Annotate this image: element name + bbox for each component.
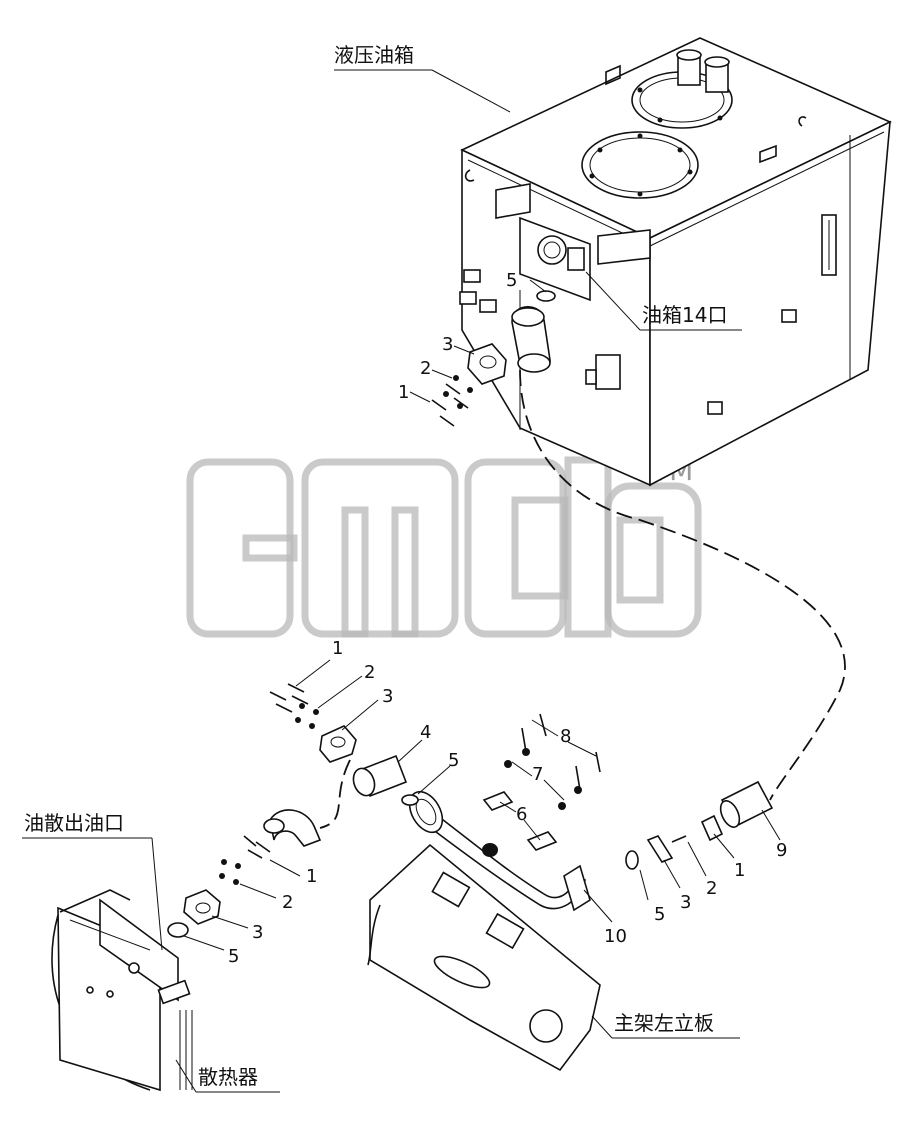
callout-hydraulic-tank: 液压油箱	[334, 43, 511, 113]
washers-left	[219, 859, 241, 885]
part-num-right-1: 1	[734, 860, 745, 881]
part-num-mid-2: 2	[364, 662, 375, 683]
o-ring-mid	[401, 794, 419, 806]
hose-short	[319, 759, 351, 829]
hose-main	[519, 369, 846, 801]
bolts-mid	[269, 683, 309, 713]
part-num-left-1: 1	[306, 866, 317, 887]
o-ring-top	[536, 290, 556, 302]
label-tank-port-14: 油箱14口	[642, 303, 727, 327]
bolts-8	[521, 713, 601, 791]
label-frame-left-plate: 主架左立板	[614, 1011, 714, 1035]
part-num-top-3: 3	[442, 334, 453, 355]
bolts-top	[431, 383, 469, 427]
part-num-right-3: 3	[680, 892, 691, 913]
hydraulic-tank	[459, 37, 892, 487]
watermark-logo: TM	[186, 454, 702, 638]
part-num-left-3: 3	[252, 922, 263, 943]
washers-7	[504, 748, 582, 810]
top-fitting-group	[409, 279, 556, 427]
part-num-mid-8: 8	[560, 726, 571, 747]
part-num-top-5: 5	[506, 270, 517, 291]
part-num-mid-6: 6	[516, 804, 527, 825]
part-num-right-9: 9	[776, 840, 787, 861]
part-num-mid-3: 3	[382, 686, 393, 707]
label-radiator: 散热器	[198, 1065, 258, 1089]
part-num-mid-1: 1	[332, 638, 343, 659]
part-num-left-2: 2	[282, 892, 293, 913]
part-num-mid-4: 4	[420, 722, 431, 743]
frame-left-plate	[367, 843, 601, 1072]
callout-frame-left-plate: 主架左立板	[591, 1011, 740, 1039]
washers-mid	[295, 703, 319, 729]
bolt-right-1	[700, 814, 724, 842]
label-cooler-outlet: 油散出油口	[24, 811, 124, 835]
part-num-left-5: 5	[228, 946, 239, 967]
callout-tank-port-14: 油箱14口	[585, 271, 742, 331]
tank-fittings	[459, 269, 797, 415]
part-num-top-2: 2	[420, 358, 431, 379]
o-ring-right	[625, 850, 639, 870]
part-num-mid-7: 7	[532, 764, 543, 785]
flange-top	[467, 343, 507, 385]
callout-radiator: 散热器	[175, 1059, 280, 1093]
right-fitting-group	[583, 780, 781, 923]
flange-mid-3	[319, 725, 357, 763]
part-numbers: 5 3 2 1 1 2 3 4 5 8 7 6 1 2 3 5 5 3 2 1 …	[228, 270, 787, 967]
part-num-right-2: 2	[706, 878, 717, 899]
part-num-right-5: 5	[654, 904, 665, 925]
flange-left-3	[183, 889, 221, 925]
part-num-mid-5: 5	[448, 750, 459, 771]
bolts-left	[243, 835, 271, 859]
part-num-top-1: 1	[398, 382, 409, 403]
label-hydraulic-tank: 液压油箱	[334, 43, 414, 67]
elbow-left	[269, 809, 322, 847]
callout-cooler-outlet: 油散出油口	[22, 811, 163, 951]
washers-top	[443, 375, 473, 409]
left-fitting-group	[167, 809, 322, 951]
flange-right-3	[646, 835, 674, 863]
main-pipe	[408, 790, 591, 912]
mid-fitting-group	[269, 659, 601, 841]
part-num-right-10: 10	[604, 926, 627, 947]
o-ring-left	[167, 922, 189, 938]
radiator	[51, 889, 193, 1092]
